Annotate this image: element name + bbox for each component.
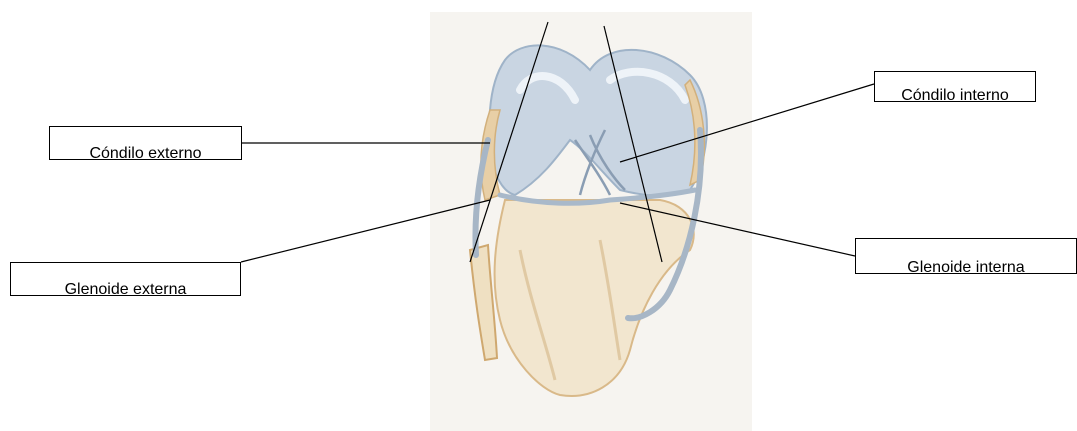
label-condilo-externo-text: Cóndilo externo <box>50 145 241 160</box>
label-glenoide-externa-text: Glenoide externa <box>11 281 240 296</box>
label-condilo-interno-text: Cóndilo interno <box>875 87 1035 102</box>
label-glenoide-interna-text: Glenoide interna <box>856 259 1076 274</box>
label-condilo-externo: Cóndilo externo <box>49 126 242 160</box>
label-glenoide-externa: Glenoide externa <box>10 262 241 296</box>
label-glenoide-interna: Glenoide interna <box>855 238 1077 274</box>
label-condilo-interno: Cóndilo interno <box>874 71 1036 102</box>
